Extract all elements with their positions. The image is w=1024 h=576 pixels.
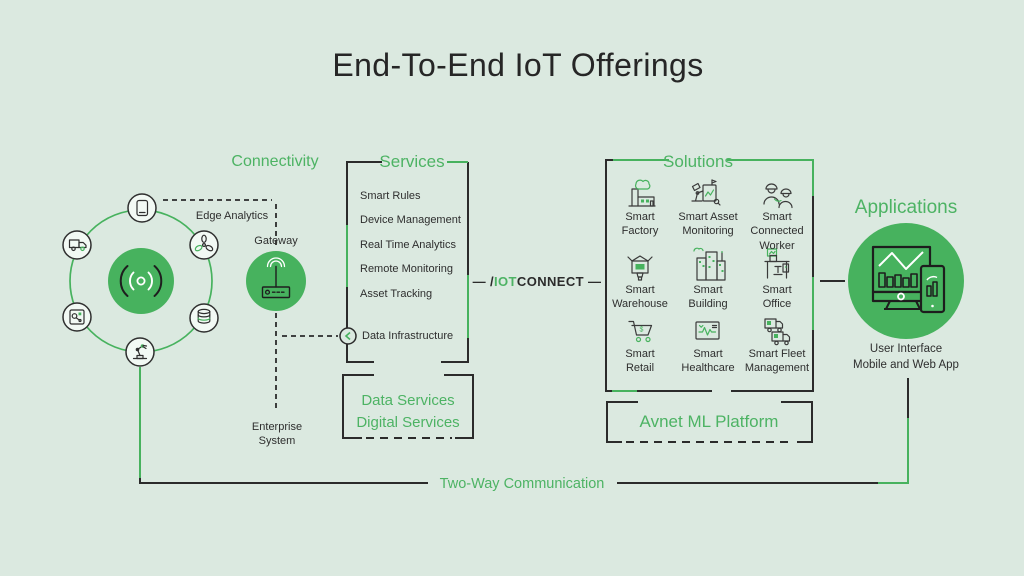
node-fan [189, 230, 219, 260]
ml-platform-box [606, 401, 813, 443]
data-infrastructure-port [339, 327, 357, 345]
solution-smart-office: Smart Office [762, 284, 792, 311]
solution-smart-connected-worker: Smart Connected Worker [750, 211, 804, 252]
node-robot-arm [125, 337, 155, 367]
dashboard-monitor-phone-icon [871, 245, 946, 314]
section-applications: Applications [854, 197, 958, 218]
solution-smart-retail: Smart Retail [625, 348, 655, 375]
router-antenna-icon [261, 257, 291, 299]
database-icon [197, 308, 211, 324]
device-ring [62, 193, 219, 367]
retail-icon: $ [628, 320, 653, 343]
service-item-data-infrastructure: Data Infrastructure [362, 330, 454, 342]
solution-smart-asset-monitoring: Smart Asset Monitoring [678, 211, 738, 238]
services-box [339, 161, 469, 363]
solution-smart-factory: Smart Factory [621, 211, 659, 238]
service-item-device-management: Device Management [360, 214, 461, 226]
edge-analytics-label: Edge Analytics [195, 210, 269, 222]
gateway-node [246, 251, 306, 311]
wordmark-dash-left: — [472, 274, 491, 289]
asset-monitoring-icon [691, 179, 721, 206]
factory-icon [628, 179, 656, 207]
hub-circle [108, 248, 174, 314]
office-icon [764, 248, 790, 279]
service-item-remote-monitoring: Remote Monitoring [360, 263, 453, 275]
data-services-box [342, 374, 474, 439]
wordmark-connect: CONNECT [516, 274, 584, 289]
ml-platform-label: Avnet ML Platform [639, 412, 779, 431]
page-title: End-To-End IoT Offerings [332, 47, 704, 83]
service-item-smart-rules: Smart Rules [360, 190, 421, 202]
chevron-left-icon [344, 331, 351, 341]
solution-smart-healthcare: Smart Healthcare [681, 348, 735, 375]
two-way-path [139, 367, 909, 484]
dashed-connectors [163, 199, 338, 411]
wireless-signal-icon [119, 265, 163, 297]
wordmark-dash-right: — [583, 274, 602, 289]
fleet-icon [764, 318, 791, 346]
iotconnect-wordmark: — /IOTCONNECT — [473, 274, 602, 289]
solution-smart-warehouse: Smart Warehouse [612, 284, 668, 311]
section-connectivity: Connectivity [231, 153, 319, 170]
data-services-label: Data Services Digital Services [356, 392, 460, 431]
section-services: Services [379, 152, 445, 171]
service-item-real-time-analytics: Real Time Analytics [360, 239, 456, 251]
two-way-communication-label: Two-Way Communication [439, 476, 605, 492]
node-truck [62, 230, 92, 260]
fan-icon [194, 234, 214, 252]
smartphone-icon [136, 199, 149, 217]
gateway-label: Gateway [254, 235, 298, 247]
solutions-box [605, 159, 814, 392]
section-solutions: Solutions [663, 152, 733, 171]
building-icon [693, 247, 726, 281]
wordmark-slash: / [490, 274, 495, 289]
dollar-symbol: $ [640, 327, 644, 334]
applications-node [848, 223, 964, 339]
user-interface-caption: User Interface Mobile and Web App [853, 343, 959, 371]
node-database [189, 303, 219, 333]
warehouse-icon [627, 255, 653, 281]
node-smartphone [127, 193, 157, 223]
circuit-board-icon [69, 309, 85, 325]
connected-worker-icon [763, 183, 793, 209]
solution-smart-building: Smart Building [688, 284, 728, 311]
robot-arm-icon [132, 344, 148, 360]
enterprise-system-label: Enterprise System [251, 421, 303, 448]
solution-smart-fleet-management: Smart Fleet Management [744, 348, 810, 375]
truck-icon [68, 239, 87, 252]
healthcare-icon [695, 321, 720, 340]
service-item-asset-tracking: Asset Tracking [360, 288, 433, 300]
wordmark-iot: IOT [494, 274, 517, 289]
